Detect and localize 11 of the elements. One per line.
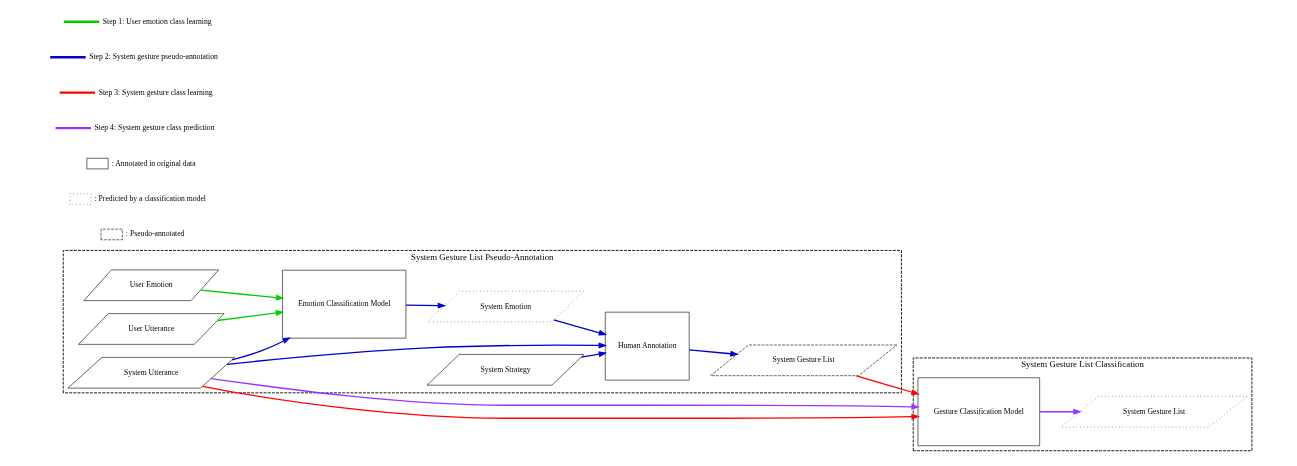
arrow <box>201 385 920 420</box>
arrow <box>688 349 739 357</box>
arrow <box>209 378 920 410</box>
arrow <box>216 310 284 322</box>
arrow <box>580 351 607 358</box>
arrow <box>1038 408 1082 415</box>
arrow <box>199 289 284 301</box>
arrow <box>230 337 291 361</box>
arrow <box>225 342 607 365</box>
arrow <box>404 302 446 309</box>
arrow <box>552 319 607 336</box>
